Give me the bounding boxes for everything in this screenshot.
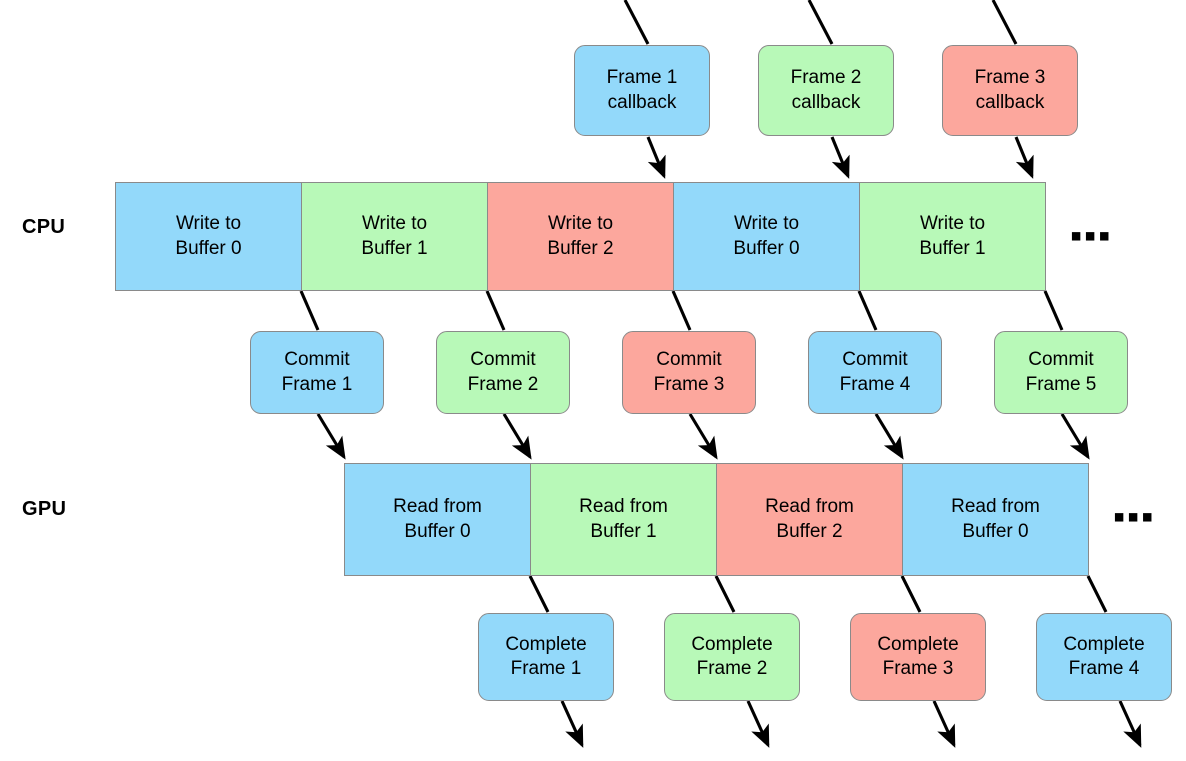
wire-vsync-in-2	[807, 0, 834, 45]
wire-vsync-in-3	[991, 0, 1018, 45]
wire-commit-2-to-gpu	[502, 413, 532, 460]
wire-cpu-to-commit-5	[1043, 290, 1064, 331]
wire-commit-3-to-gpu	[688, 413, 718, 460]
gpu-row-ellipsis: ▪▪▪	[1113, 498, 1156, 536]
wire-cpu-to-commit-1	[299, 290, 320, 331]
wire-commit-4-to-gpu	[874, 413, 904, 460]
wire-callback-3-to-cpu	[1014, 136, 1034, 179]
wire-commit-1-to-gpu	[316, 413, 346, 460]
lane-label-cpu: CPU	[22, 216, 66, 238]
wire-cpu-to-commit-3	[671, 290, 692, 331]
wire-complete-4-out	[1118, 700, 1142, 748]
wire-callback-2-to-cpu	[830, 136, 850, 179]
cpu-row-ellipsis: ▪▪▪	[1070, 217, 1113, 255]
wire-gpu-to-complete-4	[1086, 575, 1108, 613]
wire-complete-1-out	[560, 700, 584, 748]
wire-commit-5-to-gpu	[1060, 413, 1090, 460]
wire-cpu-to-commit-2	[485, 290, 506, 331]
wire-vsync-in-1	[623, 0, 650, 45]
wire-gpu-to-complete-1	[528, 575, 550, 613]
wire-gpu-to-complete-2	[714, 575, 736, 613]
wire-complete-2-out	[746, 700, 770, 748]
wire-gpu-to-complete-3	[900, 575, 922, 613]
wire-callback-1-to-cpu	[646, 136, 666, 179]
wire-complete-3-out	[932, 700, 956, 748]
lane-label-gpu: GPU	[22, 498, 67, 520]
wire-cpu-to-commit-4	[857, 290, 878, 331]
